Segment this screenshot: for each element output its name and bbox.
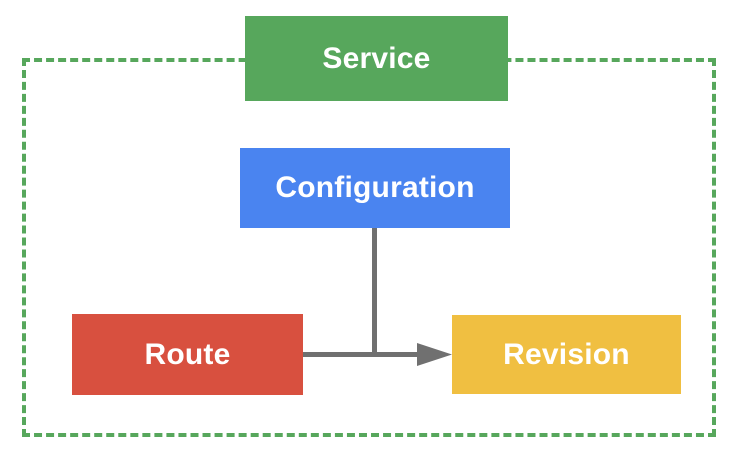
- node-revision-label: Revision: [503, 337, 630, 371]
- node-configuration[interactable]: Configuration: [240, 148, 510, 228]
- node-configuration-label: Configuration: [275, 171, 475, 204]
- connector-arrowhead-icon: [417, 343, 452, 366]
- node-revision[interactable]: Revision: [452, 315, 681, 394]
- node-service[interactable]: Service: [245, 16, 508, 101]
- node-route[interactable]: Route: [72, 314, 303, 395]
- node-route-label: Route: [144, 337, 231, 371]
- node-service-label: Service: [322, 41, 431, 75]
